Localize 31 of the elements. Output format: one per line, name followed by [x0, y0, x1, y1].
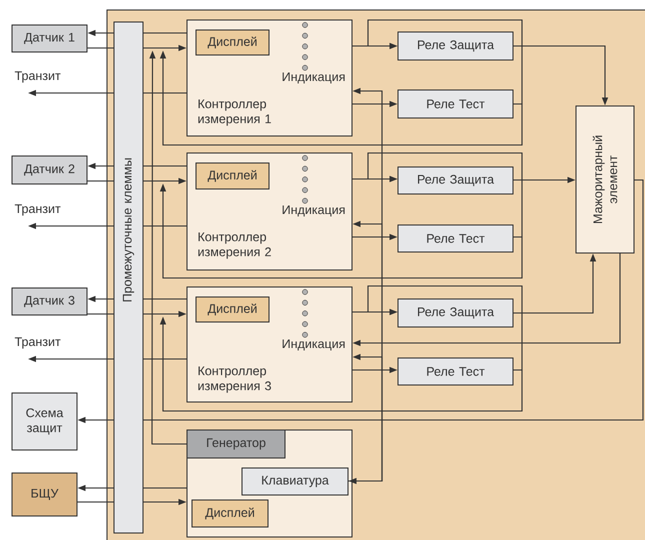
relay-box: Реле Защита	[398, 32, 514, 60]
relay-box: Реле Тест	[398, 224, 514, 252]
indication-label: Индикация	[282, 339, 345, 351]
controller-label: Контроллер измерения 2	[198, 232, 271, 259]
keyboard-box: Клавиатура	[242, 468, 348, 496]
panel-box: БЩУ	[12, 472, 78, 516]
connector-arrow	[367, 285, 523, 371]
display-box: Дисплей	[196, 162, 270, 190]
relay-box: Реле Защита	[398, 298, 514, 328]
edge-label: Транзит	[14, 204, 60, 216]
relay-box: Реле Тест	[398, 90, 514, 118]
controller-label: Контроллер измерения 1	[198, 100, 271, 126]
indication-label: Индикация	[282, 205, 345, 217]
relay-box: Реле Тест	[398, 358, 514, 386]
sensor-box: Датчик 1	[12, 24, 88, 52]
display-box: Дисплей	[192, 500, 268, 528]
majority-box: Мажоритарный элемент	[576, 106, 634, 254]
edge-label: Транзит	[14, 337, 60, 349]
generator-box: Генератор	[186, 430, 286, 458]
indication-label: Индикация	[282, 72, 345, 84]
sensor-box: Датчик 2	[12, 156, 88, 184]
terminal-strip: Промежуточные клеммы	[114, 22, 144, 534]
edge-label: Транзит	[14, 71, 60, 83]
sensor-box: Датчик 3	[12, 288, 88, 316]
display-box: Дисплей	[196, 30, 270, 56]
controller-label: Контроллер измерения 3	[198, 366, 271, 393]
connector-arrow	[367, 19, 523, 105]
display-box: Дисплей	[196, 296, 270, 322]
protection-box: Схема защит	[12, 392, 78, 450]
relay-box: Реле Защита	[398, 166, 514, 194]
connector-arrow	[367, 152, 523, 238]
